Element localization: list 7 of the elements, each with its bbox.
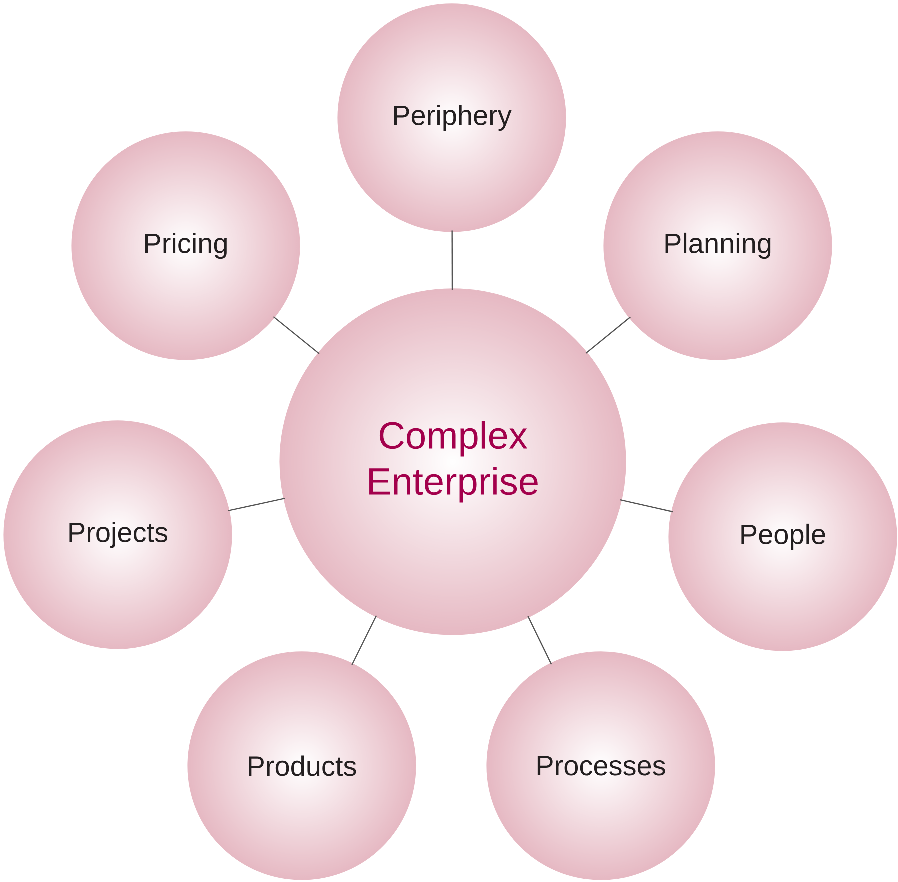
connector-line	[273, 316, 320, 354]
connector-line	[586, 316, 631, 354]
connector-line	[452, 230, 454, 290]
connector-line	[228, 498, 286, 512]
connector-line	[352, 616, 378, 666]
connector-line	[528, 616, 552, 665]
connector-line	[620, 499, 674, 513]
